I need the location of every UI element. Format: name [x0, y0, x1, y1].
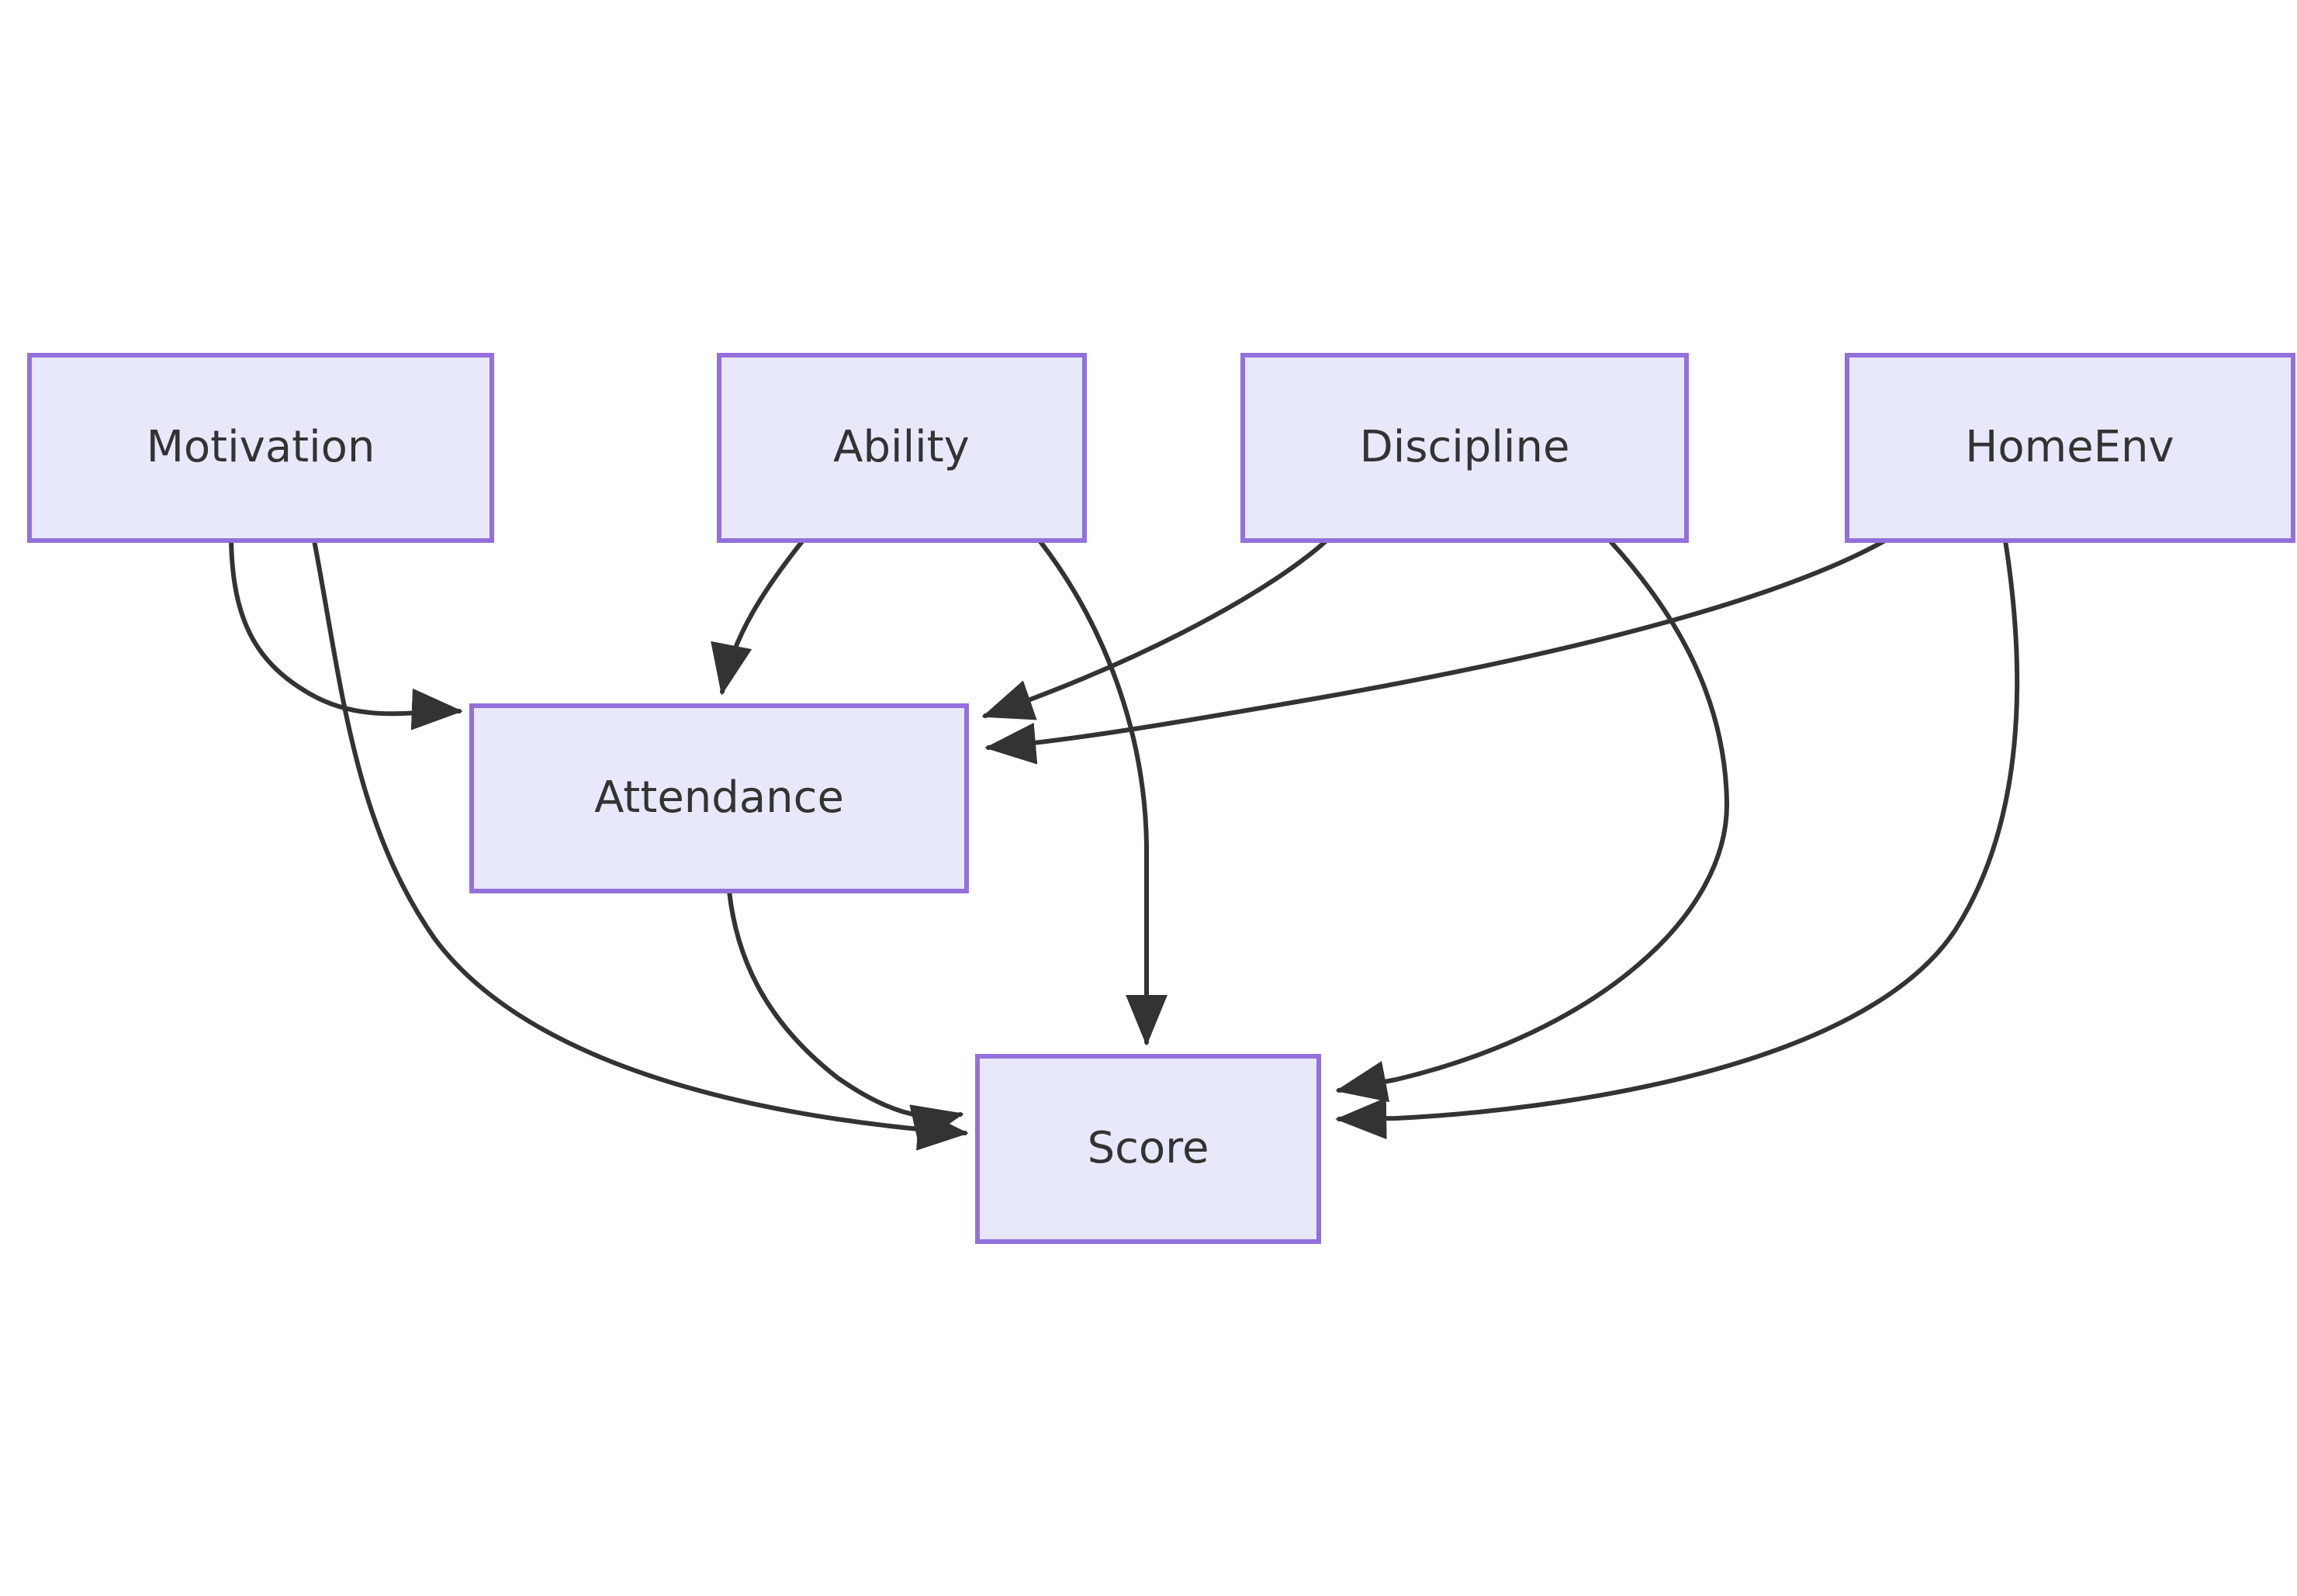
- node-motivation[interactable]: Motivation: [27, 353, 494, 543]
- node-discipline[interactable]: Discipline: [1240, 353, 1689, 543]
- edge-ability-attendance[interactable]: [711, 538, 805, 696]
- node-attendance[interactable]: Attendance: [469, 703, 969, 893]
- node-ability[interactable]: Ability: [717, 353, 1087, 543]
- node-score[interactable]: Score: [975, 1054, 1321, 1244]
- node-homeenv[interactable]: HomeEnv: [1845, 353, 2295, 543]
- edge-ability-score[interactable]: [1037, 538, 1168, 1046]
- edge-motivation-score[interactable]: [312, 538, 969, 1151]
- edge-homeenv-attendance[interactable]: [984, 538, 1887, 765]
- edge-discipline-score[interactable]: [1335, 538, 1730, 1103]
- edge-discipline-attendance[interactable]: [981, 538, 1329, 720]
- edge-attendance-score[interactable]: [727, 889, 964, 1145]
- edge-motivation-attendance[interactable]: [229, 538, 463, 731]
- edges-layer: [229, 538, 2020, 1151]
- edge-homeenv-score[interactable]: [1335, 538, 2020, 1140]
